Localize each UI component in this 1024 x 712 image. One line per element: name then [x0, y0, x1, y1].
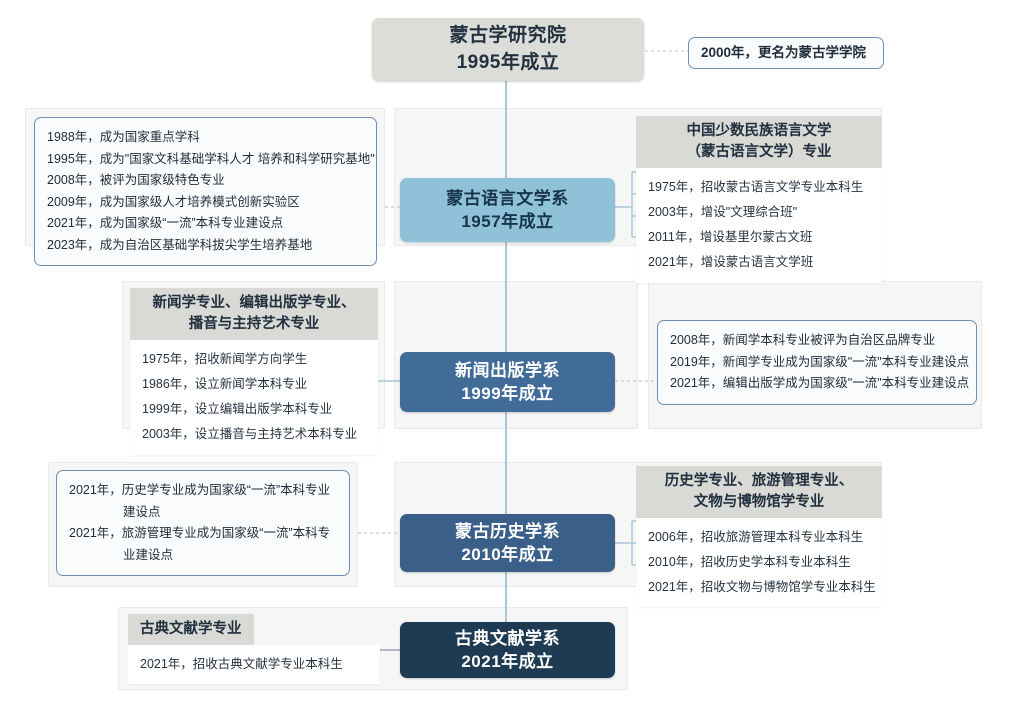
milestone-item: 1975年，招收新闻学方向学生 [142, 352, 308, 367]
trunk-line-1-2 [505, 241, 507, 353]
milestone-item: 2003年，增设"文理综合班" [648, 205, 798, 220]
majors-header: 新闻学专业、编辑出版学专业、 播音与主持艺术专业 [130, 288, 378, 341]
node-title: 蒙古历史学系 [455, 521, 560, 541]
milestone-item: 2011年，增设基里尔蒙古文班 [648, 230, 813, 245]
achievement-item: 2009年，成为国家级人才培养模式创新实验区 [47, 194, 300, 209]
milestone-item: 2006年，招收旅游管理本科专业本科生 [648, 530, 864, 545]
section-2-achievements[interactable]: 2008年，新闻学本科专业被评为自治区品牌专业 2019年，新闻学专业成为国家级… [657, 320, 977, 405]
node-journalism-publishing[interactable]: 新闻出版学系 1999年成立 [400, 352, 615, 412]
node-root-title: 蒙古学研究院 [449, 25, 567, 47]
achievement-item: 2021年，编辑出版学成为国家级"一流"本科专业建设点 [670, 376, 970, 390]
node-title: 古典文献学系 [455, 628, 560, 648]
node-classical-philology[interactable]: 古典文献学系 2021年成立 [400, 622, 615, 678]
node-root[interactable]: 蒙古学研究院 1995年成立 [372, 18, 644, 81]
section-4-majors: 古典文献学专业 2021年，招收古典文献学专业本科生 [128, 614, 380, 685]
achievement-item: 2008年，被评为国家级特色专业 [47, 173, 225, 187]
milestone-item: 2021年，增设蒙古语言文学班 [648, 255, 814, 270]
milestone-item: 1975年，招收蒙古语言文学专业本科生 [648, 180, 864, 195]
achievement-item: 2021年，成为国家级“一流”本科专业建设点 [47, 216, 284, 230]
node-title: 蒙古语言文学系 [446, 188, 569, 208]
trunk-line-2-3 [505, 412, 507, 514]
section-3-majors: 历史学专业、旅游管理专业、 文物与博物馆学专业 2006年，招收旅游管理本科专业… [636, 466, 882, 608]
achievement-item: 2008年，新闻学本科专业被评为自治区品牌专业 [670, 333, 936, 347]
milestone-item: 2021年，招收文物与博物馆学专业本科生 [648, 580, 876, 595]
node-title: 新闻出版学系 [455, 360, 560, 380]
section-1-achievements[interactable]: 1988年，成为国家重点学科 1995年，成为"国家文科基础学科人才 培养和科学… [34, 117, 377, 266]
milestone-item: 1986年，设立新闻学本科专业 [142, 377, 308, 392]
majors-header: 古典文献学专业 [128, 614, 254, 646]
majors-header: 中国少数民族语言文学 （蒙古语言文学）专业 [636, 116, 882, 169]
node-founded: 2021年成立 [461, 652, 554, 671]
root-rename-note[interactable]: 2000年，更名为蒙古学学院 [688, 37, 884, 69]
section-3-achievements[interactable]: 2021年，历史学专业成为国家级“一流”本科专业建设点 2021年，旅游管理专业… [56, 470, 350, 576]
section-1-majors: 中国少数民族语言文学 （蒙古语言文学）专业 1975年，招收蒙古语言文学专业本科… [636, 116, 882, 283]
milestone-item: 1999年，设立编辑出版学本科专业 [142, 402, 333, 417]
node-founded: 1999年成立 [461, 384, 554, 403]
milestone-item: 2003年，设立播音与主持艺术本科专业 [142, 427, 358, 442]
achievement-item: 2021年，历史学专业成为国家级“一流”本科专业建设点 [69, 483, 331, 519]
majors-milestones: 1975年，招收新闻学方向学生 1986年，设立新闻学本科专业 1999年，设立… [130, 340, 378, 455]
node-mongolian-history[interactable]: 蒙古历史学系 2010年成立 [400, 514, 615, 572]
section-2-majors: 新闻学专业、编辑出版学专业、 播音与主持艺术专业 1975年，招收新闻学方向学生… [130, 288, 378, 455]
achievement-item: 1995年，成为"国家文科基础学科人才 培养和科学研究基地" [47, 151, 375, 166]
node-mongolian-language-literature[interactable]: 蒙古语言文学系 1957年成立 [400, 178, 615, 242]
majors-header: 历史学专业、旅游管理专业、 文物与博物馆学专业 [636, 466, 882, 519]
trunk-line-3-4 [505, 571, 507, 622]
majors-milestones: 2021年，招收古典文献学专业本科生 [128, 645, 380, 685]
majors-milestones: 2006年，招收旅游管理本科专业本科生 2010年，招收历史学本科专业本科生 2… [636, 518, 882, 608]
node-root-founded: 1995年成立 [456, 51, 560, 73]
achievement-item: 2023年，成为自治区基础学科拔尖学生培养基地 [47, 237, 313, 252]
node-founded: 2010年成立 [461, 545, 554, 564]
achievement-item: 1988年，成为国家重点学科 [47, 130, 200, 144]
achievement-item: 2019年，新闻学专业成为国家级"一流"本科专业建设点 [670, 354, 970, 369]
majors-milestones: 1975年，招收蒙古语言文学专业本科生 2003年，增设"文理综合班" 2011… [636, 168, 882, 283]
node-founded: 1957年成立 [461, 212, 554, 231]
milestone-item: 2021年，招收古典文献学专业本科生 [140, 657, 343, 672]
achievement-item: 2021年，旅游管理专业成为国家级“一流”本科专业建设点 [69, 526, 331, 562]
root-rename-note-text: 2000年，更名为蒙古学学院 [701, 45, 867, 60]
trunk-line-root [505, 81, 507, 178]
milestone-item: 2010年，招收历史学本科专业本科生 [648, 555, 851, 570]
